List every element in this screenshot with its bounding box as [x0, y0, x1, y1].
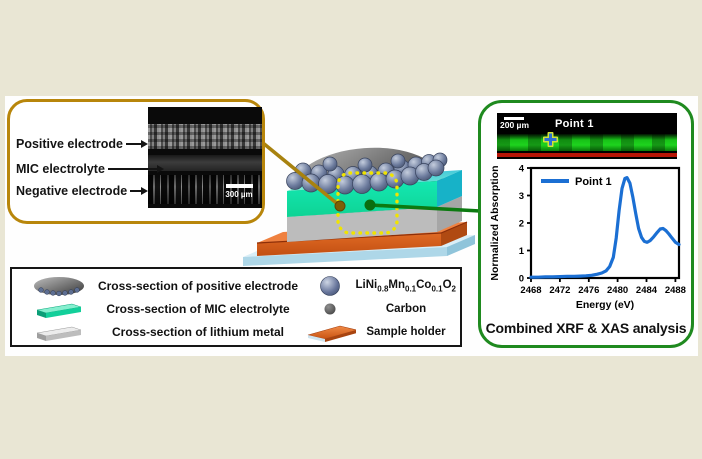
sample-holder-icon: [304, 322, 356, 342]
svg-text:Point 1: Point 1: [575, 176, 612, 188]
xrf-scale-bar: [504, 117, 524, 120]
svg-text:2480: 2480: [607, 285, 628, 296]
xrf-map-image: 200 µm Point 1: [497, 113, 677, 159]
legend-label: Cross-section of MIC electrolyte: [106, 302, 290, 316]
sem-scale-text: 300 µm: [225, 190, 253, 199]
panel-title: Combined XRF & XAS analysis: [485, 320, 687, 336]
legend-row-holder: Sample holder: [304, 321, 456, 343]
gold-connector: [261, 141, 346, 212]
xrf-red-band: [497, 153, 677, 157]
positive-electrode-label: Positive electrode: [16, 137, 123, 151]
svg-text:2476: 2476: [578, 285, 599, 296]
mic-electrolyte-cross-section-icon: [24, 300, 94, 318]
arrow-right-icon: [130, 187, 148, 195]
svg-text:4: 4: [519, 164, 525, 175]
negative-electrode-label: Negative electrode: [16, 184, 128, 198]
sem-electrolyte-band: [148, 155, 262, 171]
legend-row-positive: Cross-section of positive electrode: [24, 275, 302, 297]
mic-electrolyte-label: MIC electrolyte: [16, 162, 105, 176]
nmc-particle-icon: [304, 275, 356, 297]
legend-label: Cross-section of positive electrode: [97, 279, 299, 293]
green-connector: [364, 199, 480, 213]
legend-row-mic: Cross-section of MIC electrolyte: [24, 298, 302, 320]
svg-text:2472: 2472: [549, 285, 570, 296]
sem-row-positive: Positive electrode: [16, 136, 148, 152]
xrf-scale-text: 200 µm: [500, 120, 529, 130]
legend-box: Cross-section of positive electrode Cros…: [10, 267, 462, 347]
lithium-metal-cross-section-icon: [24, 323, 94, 341]
sem-positive-band: [148, 124, 262, 149]
legend-label: Sample holder: [366, 326, 446, 338]
svg-text:1: 1: [519, 246, 525, 257]
xrf-xas-panel: 200 µm Point 1 2468 2472 2476 2480 2484 2488 0…: [478, 100, 694, 348]
nmc-particles: [286, 152, 448, 195]
sem-row-negative: Negative electrode: [16, 183, 148, 199]
battery-stack-illustration: [243, 141, 480, 266]
sem-scale-bar: [226, 184, 253, 188]
crosshair-marker-icon: [543, 132, 558, 147]
svg-text:2484: 2484: [636, 285, 658, 296]
positive-electrode-cross-section-icon: [24, 275, 94, 297]
legend-label: Carbon: [385, 303, 427, 315]
svg-text:2488: 2488: [665, 285, 686, 296]
carbon-particle-icon: [304, 302, 356, 316]
highlight-dashed-box: [336, 171, 399, 235]
svg-text:2: 2: [519, 219, 524, 230]
arrow-right-icon: [126, 140, 148, 148]
legend-row-lithium: Cross-section of lithium metal: [24, 321, 302, 343]
legend-label: Cross-section of lithium metal: [111, 325, 285, 339]
sem-negative-band: [148, 175, 262, 204]
arrow-right-icon: [107, 165, 164, 173]
svg-text:Normalized Absorption: Normalized Absorption: [489, 165, 501, 280]
svg-text:3: 3: [519, 191, 524, 202]
legend-row-carbon: Carbon: [304, 298, 456, 320]
sem-row-mic: MIC electrolyte: [16, 161, 164, 177]
svg-text:Energy (eV): Energy (eV): [576, 299, 634, 311]
legend-label-nmc-formula: LiNi0.8Mn0.1Co0.1O2: [355, 278, 456, 294]
svg-text:0: 0: [519, 274, 524, 285]
xrf-point-label: Point 1: [555, 118, 594, 130]
xrf-green-band: [497, 134, 677, 151]
sem-panel: Positive electrode MIC electrolyte Negat…: [7, 99, 265, 224]
legend-row-nmc: LiNi0.8Mn0.1Co0.1O2: [304, 275, 456, 297]
sem-cross-section-image: 300 µm: [148, 107, 262, 208]
svg-text:2468: 2468: [520, 285, 541, 296]
